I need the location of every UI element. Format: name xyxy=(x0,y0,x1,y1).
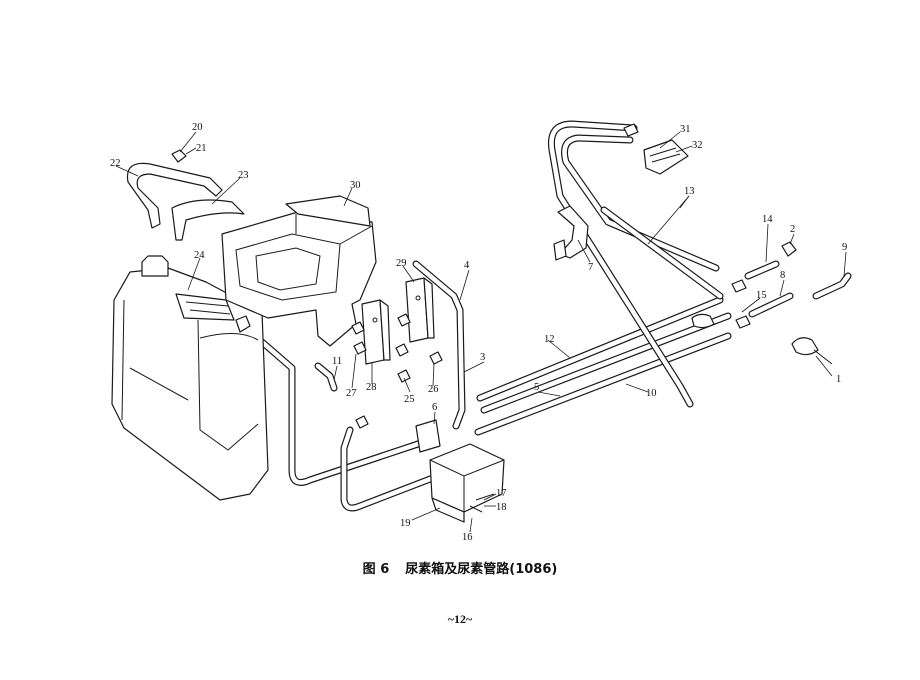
callout-leaders xyxy=(115,131,847,533)
urea-tank xyxy=(111,255,269,501)
callout-21: 21 xyxy=(196,143,207,154)
tank-sensor-unit xyxy=(175,293,235,321)
bracket-plates-29 xyxy=(361,277,435,365)
figure-title: 尿素箱及尿素管路(1086) xyxy=(405,562,558,577)
page-number: ~12~ xyxy=(447,612,473,626)
callout-16: 16 xyxy=(462,532,473,543)
callout-17: 17 xyxy=(496,488,507,499)
connector-15 xyxy=(731,279,751,329)
callout-23: 23 xyxy=(238,170,249,181)
callout-8: 8 xyxy=(780,270,785,281)
callout-13: 13 xyxy=(684,186,695,197)
callout-2: 2 xyxy=(790,224,795,235)
callout-6: 6 xyxy=(432,402,437,413)
callout-31: 31 xyxy=(680,124,691,135)
mount-plate-6 xyxy=(415,419,441,453)
callout-26: 26 xyxy=(428,384,439,395)
tank-strap-22 xyxy=(126,162,223,229)
tank-filler-cap xyxy=(141,255,169,277)
callout-20: 20 xyxy=(192,122,203,133)
callout-18: 18 xyxy=(496,502,507,513)
pipe-from-tank-lower xyxy=(258,338,442,512)
elbow-9 xyxy=(812,272,852,300)
figure-caption: 图 6 尿素箱及尿素管路(1086) xyxy=(0,558,920,577)
callout-10: 10 xyxy=(646,388,657,399)
callout-14: 14 xyxy=(762,214,773,225)
callout-29: 29 xyxy=(396,258,407,269)
pipe-5 xyxy=(480,312,732,414)
valve-block-31-32 xyxy=(623,123,689,175)
callout-32: 32 xyxy=(692,140,703,151)
clamp-2 xyxy=(781,241,797,257)
pipe-clip-7 xyxy=(553,205,589,261)
strap-pad-23 xyxy=(171,199,245,241)
callout-15: 15 xyxy=(756,290,767,301)
callout-30: 30 xyxy=(350,180,361,191)
hose-11 xyxy=(314,362,338,392)
tank-bracket-30 xyxy=(221,195,377,347)
pipe-3-4-vertical xyxy=(412,260,466,430)
callout-22: 22 xyxy=(110,158,121,169)
callout-4: 4 xyxy=(464,260,470,271)
callout-5: 5 xyxy=(534,382,539,393)
urea-pump-module xyxy=(415,419,505,523)
cable-tie-left xyxy=(691,313,715,329)
callout-28: 28 xyxy=(366,382,377,393)
callout-25: 25 xyxy=(404,394,415,405)
fasteners xyxy=(351,313,443,429)
callout-7: 7 xyxy=(588,262,593,273)
pipe-10 xyxy=(474,332,732,436)
cable-tie-1 xyxy=(791,337,833,365)
hose-8 xyxy=(748,292,794,318)
callout-3: 3 xyxy=(480,352,485,363)
exploded-parts-diagram: 1 2 3 4 5 6 7 8 9 10 11 12 13 14 15 16 1… xyxy=(110,120,852,543)
callout-12: 12 xyxy=(544,334,555,345)
nut-21 xyxy=(171,149,187,163)
callout-24: 24 xyxy=(194,250,205,261)
callout-19: 19 xyxy=(400,518,411,529)
hose-14 xyxy=(744,260,780,280)
callout-9: 9 xyxy=(842,242,847,253)
figure-number: 图 6 xyxy=(362,562,390,577)
pipe-13-long-loop xyxy=(547,120,724,408)
callout-11: 11 xyxy=(332,356,342,367)
callout-1: 1 xyxy=(836,374,841,385)
pipe-12 xyxy=(476,296,724,402)
callout-27: 27 xyxy=(346,388,357,399)
